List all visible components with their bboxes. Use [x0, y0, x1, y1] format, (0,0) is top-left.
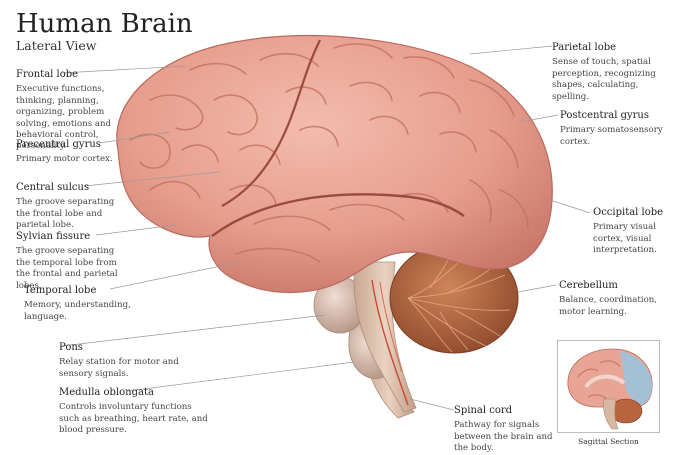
central-sulcus-line	[221, 39, 321, 207]
label-name: Precentral gyrus	[16, 139, 101, 150]
label-name: Occipital lobe	[593, 207, 664, 218]
label-desc: Sense of touch, spatial perception, reco…	[552, 57, 656, 102]
label-desc: Controls involuntary functions such as b…	[59, 402, 208, 436]
inset-caption: Sagittal Section	[578, 437, 639, 446]
label-name: Central sulcus	[16, 182, 90, 193]
label-cerebellum: Cerebellum Balance, coordination, motor …	[559, 279, 659, 318]
page-title: Human Brain	[16, 9, 193, 39]
label-desc: Pathway for signals between the brain an…	[454, 420, 553, 454]
label-central-sulcus: Central sulcus The groove separating the…	[16, 181, 116, 232]
label-name: Cerebellum	[559, 280, 618, 291]
page-subtitle: Lateral View	[16, 38, 97, 53]
label-occipital-lobe: Occipital lobe Primary visual cortex, vi…	[593, 206, 677, 257]
label-desc: Balance, coordination, motor learning.	[559, 295, 658, 317]
label-name: Temporal lobe	[24, 285, 97, 296]
cerebrum-shape	[116, 35, 553, 294]
label-postcentral-gyrus: Postcentral gyrus Primary somatosensory …	[560, 109, 670, 148]
label-desc: Primary motor cortex.	[16, 154, 113, 165]
label-sylvian-fissure: Sylvian fissure The groove separating th…	[16, 230, 128, 292]
sylvian-fissure-line	[211, 193, 465, 237]
label-precentral-gyrus: Precentral gyrus Primary motor cortex.	[16, 138, 126, 166]
label-desc: Primary visual cortex, visual interpreta…	[593, 222, 657, 256]
label-name: Medulla oblongata	[59, 387, 154, 398]
label-desc: Primary somatosensory cortex.	[560, 125, 663, 147]
label-parietal-lobe: Parietal lobe Sense of touch, spatial pe…	[552, 41, 664, 103]
label-spinal-cord: Spinal cord Pathway for signals between …	[454, 404, 554, 455]
label-name: Pons	[59, 342, 83, 353]
label-name: Spinal cord	[454, 405, 513, 416]
label-desc: The groove separating the frontal lobe a…	[16, 197, 115, 231]
label-desc: The groove separating the temporal lobe …	[16, 246, 118, 291]
label-name: Sylvian fissure	[16, 231, 91, 242]
label-desc: Relay station for motor and sensory sign…	[59, 357, 179, 379]
label-pons: Pons Relay station for motor and sensory…	[59, 341, 209, 380]
sagittal-inset	[557, 340, 660, 433]
label-desc: Memory, understanding, language.	[24, 300, 131, 322]
label-medulla-oblongata: Medulla oblongata Controls involuntary f…	[59, 386, 209, 437]
label-name: Parietal lobe	[552, 42, 617, 53]
label-name: Frontal lobe	[16, 69, 79, 80]
label-frontal-lobe: Frontal lobe Executive functions, thinki…	[16, 68, 134, 153]
label-name: Postcentral gyrus	[560, 110, 649, 121]
label-desc: Executive functions, thinking, planning,…	[16, 84, 112, 152]
sagittal-section-illustration	[567, 348, 653, 430]
label-temporal-lobe: Temporal lobe Memory, understanding, lan…	[24, 284, 164, 323]
